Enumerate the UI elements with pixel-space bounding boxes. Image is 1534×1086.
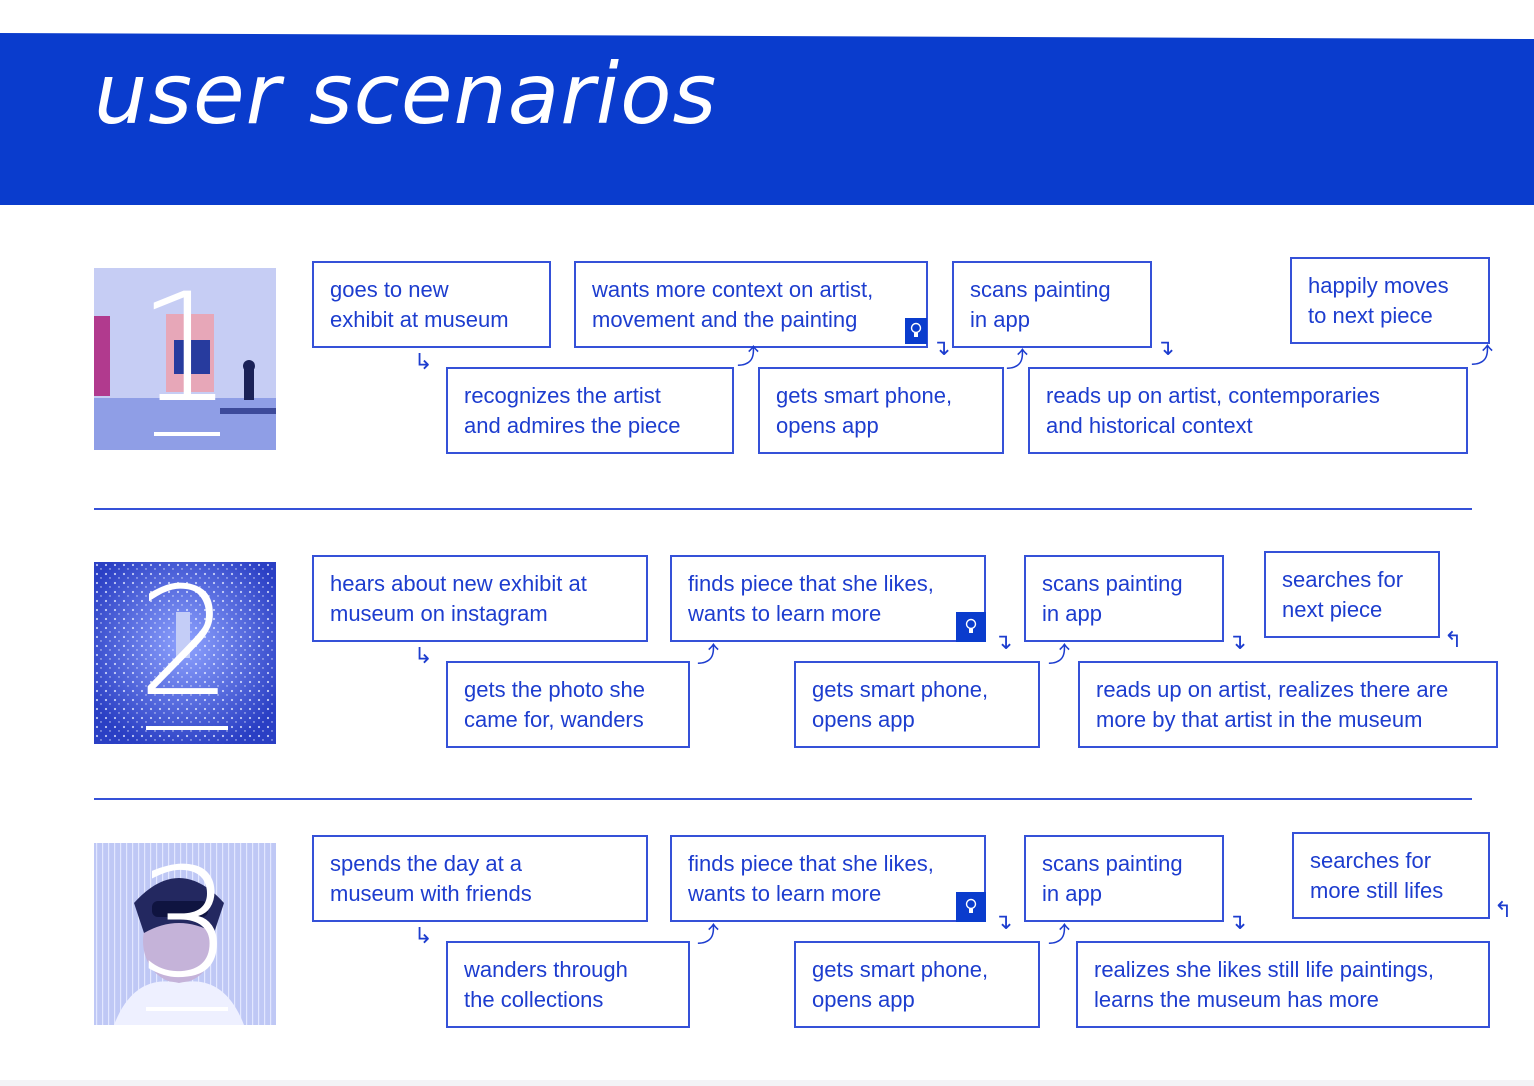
page-title: user scenarios bbox=[94, 45, 718, 143]
step-box: happily moves to next piece bbox=[1290, 257, 1490, 344]
arrow-icon: ⤴ bbox=[697, 643, 720, 668]
step-box: reads up on artist, contemporaries and h… bbox=[1028, 367, 1468, 454]
arrow-icon: ↰ bbox=[1494, 898, 1513, 923]
scenario-2-thumbnail: 2 bbox=[94, 562, 276, 744]
step-box: gets smart phone, opens app bbox=[794, 941, 1040, 1028]
step-box: goes to new exhibit at museum bbox=[312, 261, 551, 348]
arrow-icon: ⤴ bbox=[1471, 344, 1494, 369]
arrow-icon: ↴ bbox=[994, 630, 1013, 655]
scenario-1-thumbnail: 1 bbox=[94, 268, 276, 450]
lightbulb-icon bbox=[905, 318, 927, 344]
arrow-icon: ⤴ bbox=[697, 923, 720, 948]
header-banner bbox=[0, 33, 1534, 205]
step-box: scans painting in app bbox=[1024, 835, 1224, 922]
scenario-number: 3 bbox=[137, 843, 233, 1011]
arrow-icon: ↴ bbox=[932, 336, 951, 361]
number-underline bbox=[146, 1007, 228, 1011]
step-box: finds piece that she likes, wants to lea… bbox=[670, 835, 986, 922]
arrow-icon: ⤴ bbox=[1048, 643, 1071, 668]
step-box: spends the day at a museum with friends bbox=[312, 835, 648, 922]
step-box: gets smart phone, opens app bbox=[794, 661, 1040, 748]
step-box: reads up on artist, realizes there are m… bbox=[1078, 661, 1498, 748]
arrow-icon: ↴ bbox=[1228, 910, 1247, 935]
arrow-icon: ⤴ bbox=[1048, 923, 1071, 948]
step-box: wants more context on artist, movement a… bbox=[574, 261, 928, 348]
lightbulb-icon bbox=[956, 612, 986, 642]
arrow-icon: ↳ bbox=[414, 644, 433, 669]
number-underline bbox=[146, 726, 228, 730]
arrow-icon: ⤴ bbox=[737, 345, 760, 370]
step-box: scans painting in app bbox=[1024, 555, 1224, 642]
step-box: searches for next piece bbox=[1264, 551, 1440, 638]
page-footer bbox=[0, 1080, 1534, 1086]
number-underline bbox=[154, 432, 220, 436]
step-box: scans painting in app bbox=[952, 261, 1152, 348]
arrow-icon: ⤴ bbox=[1006, 348, 1029, 373]
scenario-divider bbox=[94, 798, 1472, 800]
scenario-divider bbox=[94, 508, 1472, 510]
arrow-icon: ↳ bbox=[414, 924, 433, 949]
scenario-number: 2 bbox=[137, 562, 233, 730]
step-box: recognizes the artist and admires the pi… bbox=[446, 367, 734, 454]
step-box: hears about new exhibit at museum on ins… bbox=[312, 555, 648, 642]
arrow-icon: ↳ bbox=[414, 350, 433, 375]
lightbulb-icon bbox=[956, 892, 986, 922]
arrow-icon: ↰ bbox=[1444, 628, 1463, 653]
step-box: realizes she likes still life paintings,… bbox=[1076, 941, 1490, 1028]
scenario-number: 1 bbox=[137, 268, 233, 436]
step-box: searches for more still lifes bbox=[1292, 832, 1490, 919]
step-box: gets the photo she came for, wanders bbox=[446, 661, 690, 748]
arrow-icon: ↴ bbox=[1228, 630, 1247, 655]
arrow-icon: ↴ bbox=[1156, 336, 1175, 361]
arrow-icon: ↴ bbox=[994, 910, 1013, 935]
step-box: finds piece that she likes, wants to lea… bbox=[670, 555, 986, 642]
step-box: gets smart phone, opens app bbox=[758, 367, 1004, 454]
step-box: wanders through the collections bbox=[446, 941, 690, 1028]
scenario-3-thumbnail: 3 bbox=[94, 843, 276, 1025]
